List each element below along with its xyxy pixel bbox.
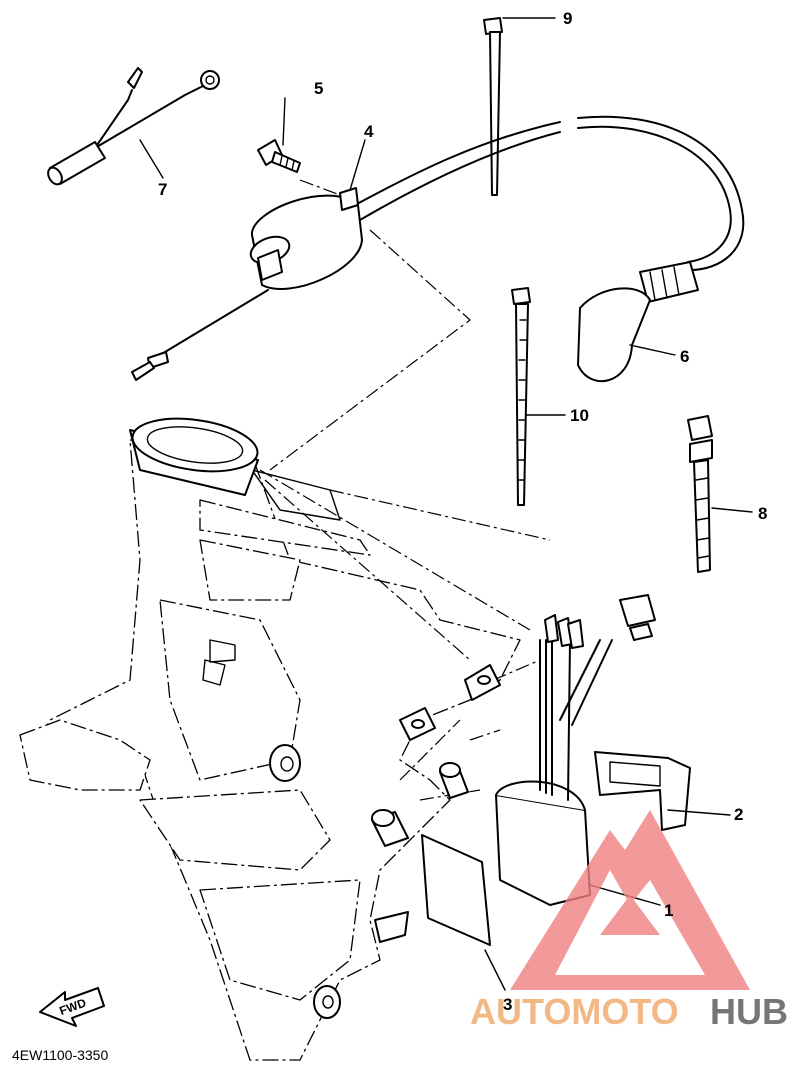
frame-outline	[19, 439, 521, 1061]
bracket-2	[594, 751, 691, 831]
callout-9: 9	[563, 9, 572, 28]
cable-tie-9	[483, 17, 503, 196]
watermark-brand-part1: AUTOMOTO	[470, 991, 679, 1032]
cdi-unit-1	[495, 594, 656, 906]
callout-3: 3	[503, 995, 512, 1014]
callout-6: 6	[680, 347, 689, 366]
forward-arrow-icon: FWD	[39, 987, 105, 1027]
ignition-coil-4	[131, 115, 745, 381]
callout-10: 10	[570, 406, 589, 425]
spark-plug-cap-6	[577, 261, 699, 383]
pad-3	[421, 834, 491, 946]
watermark-brand-part2: HUB	[710, 991, 788, 1032]
head-tube	[129, 417, 259, 496]
cable-tie-10	[511, 287, 531, 506]
cable-tie-8	[687, 415, 713, 573]
frame-mount-tabs	[269, 664, 501, 1019]
watermark-logo: AUTOMOTO HUB	[470, 810, 788, 1032]
callout-1: 1	[664, 901, 673, 920]
callout-numbers: 1 2 3 4 5 6 7 8 9 10	[158, 9, 767, 1014]
callout-5: 5	[314, 79, 323, 98]
bolt-5	[257, 139, 301, 173]
wire-lead-7	[47, 67, 220, 186]
callout-2: 2	[734, 805, 743, 824]
callout-8: 8	[758, 504, 767, 523]
callout-7: 7	[158, 180, 167, 199]
part-code: 4EW1100-3350	[12, 1047, 108, 1063]
callout-4: 4	[364, 122, 374, 141]
